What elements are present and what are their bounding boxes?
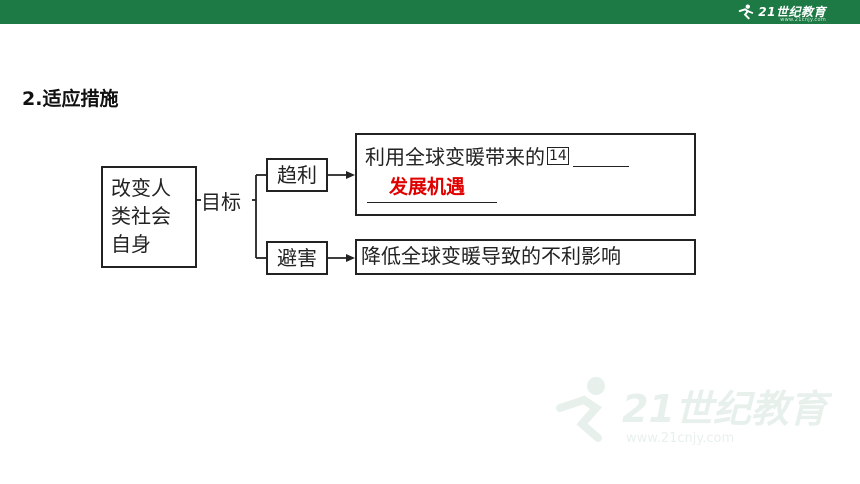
benefit-text: 利用全球变暖带来的 bbox=[365, 145, 545, 169]
left-box-line: 自身 bbox=[111, 232, 151, 256]
arrow-right-icon bbox=[346, 254, 355, 262]
watermark-text: 21世纪教育 bbox=[622, 387, 833, 431]
seek-benefit-box: 趋利 bbox=[266, 158, 328, 192]
header-bar bbox=[0, 0, 860, 24]
brand-url: www.21cnjy.com bbox=[780, 17, 826, 23]
answer-line: 发展机遇 bbox=[365, 172, 686, 203]
goal-label: 目标 bbox=[201, 190, 241, 214]
change-society-box: 改变人 类社会 自身 bbox=[101, 166, 197, 268]
arrow-right-icon bbox=[346, 171, 355, 179]
blank-underline bbox=[572, 144, 629, 167]
watermark-logo: 21世纪教育 www.21cnjy.com bbox=[556, 377, 833, 446]
avoid-harm-box: 避害 bbox=[266, 241, 328, 275]
benefit-box: 利用全球变暖带来的 14 发展机遇 bbox=[355, 133, 696, 216]
watermark-url: www.21cnjy.com bbox=[626, 431, 734, 446]
blank-number-marker: 14 bbox=[547, 146, 569, 165]
brand-text: 21世纪教育 bbox=[758, 5, 826, 19]
left-box-line: 改变人 bbox=[111, 176, 171, 200]
runner-logo-icon bbox=[739, 4, 754, 20]
left-box-line: 类社会 bbox=[111, 204, 171, 228]
watermark-runner-icon bbox=[587, 377, 605, 395]
answer-text: 发展机遇 bbox=[389, 176, 466, 198]
harm-box: 降低全球变暖导致的不利影响 bbox=[355, 239, 696, 275]
page-title: 2.适应措施 bbox=[22, 88, 119, 110]
brand-logo: 21世纪教育 www.21cnjy.com bbox=[737, 2, 826, 23]
blank-underline bbox=[367, 202, 497, 203]
benefit-line: 利用全球变暖带来的 14 bbox=[365, 141, 686, 170]
